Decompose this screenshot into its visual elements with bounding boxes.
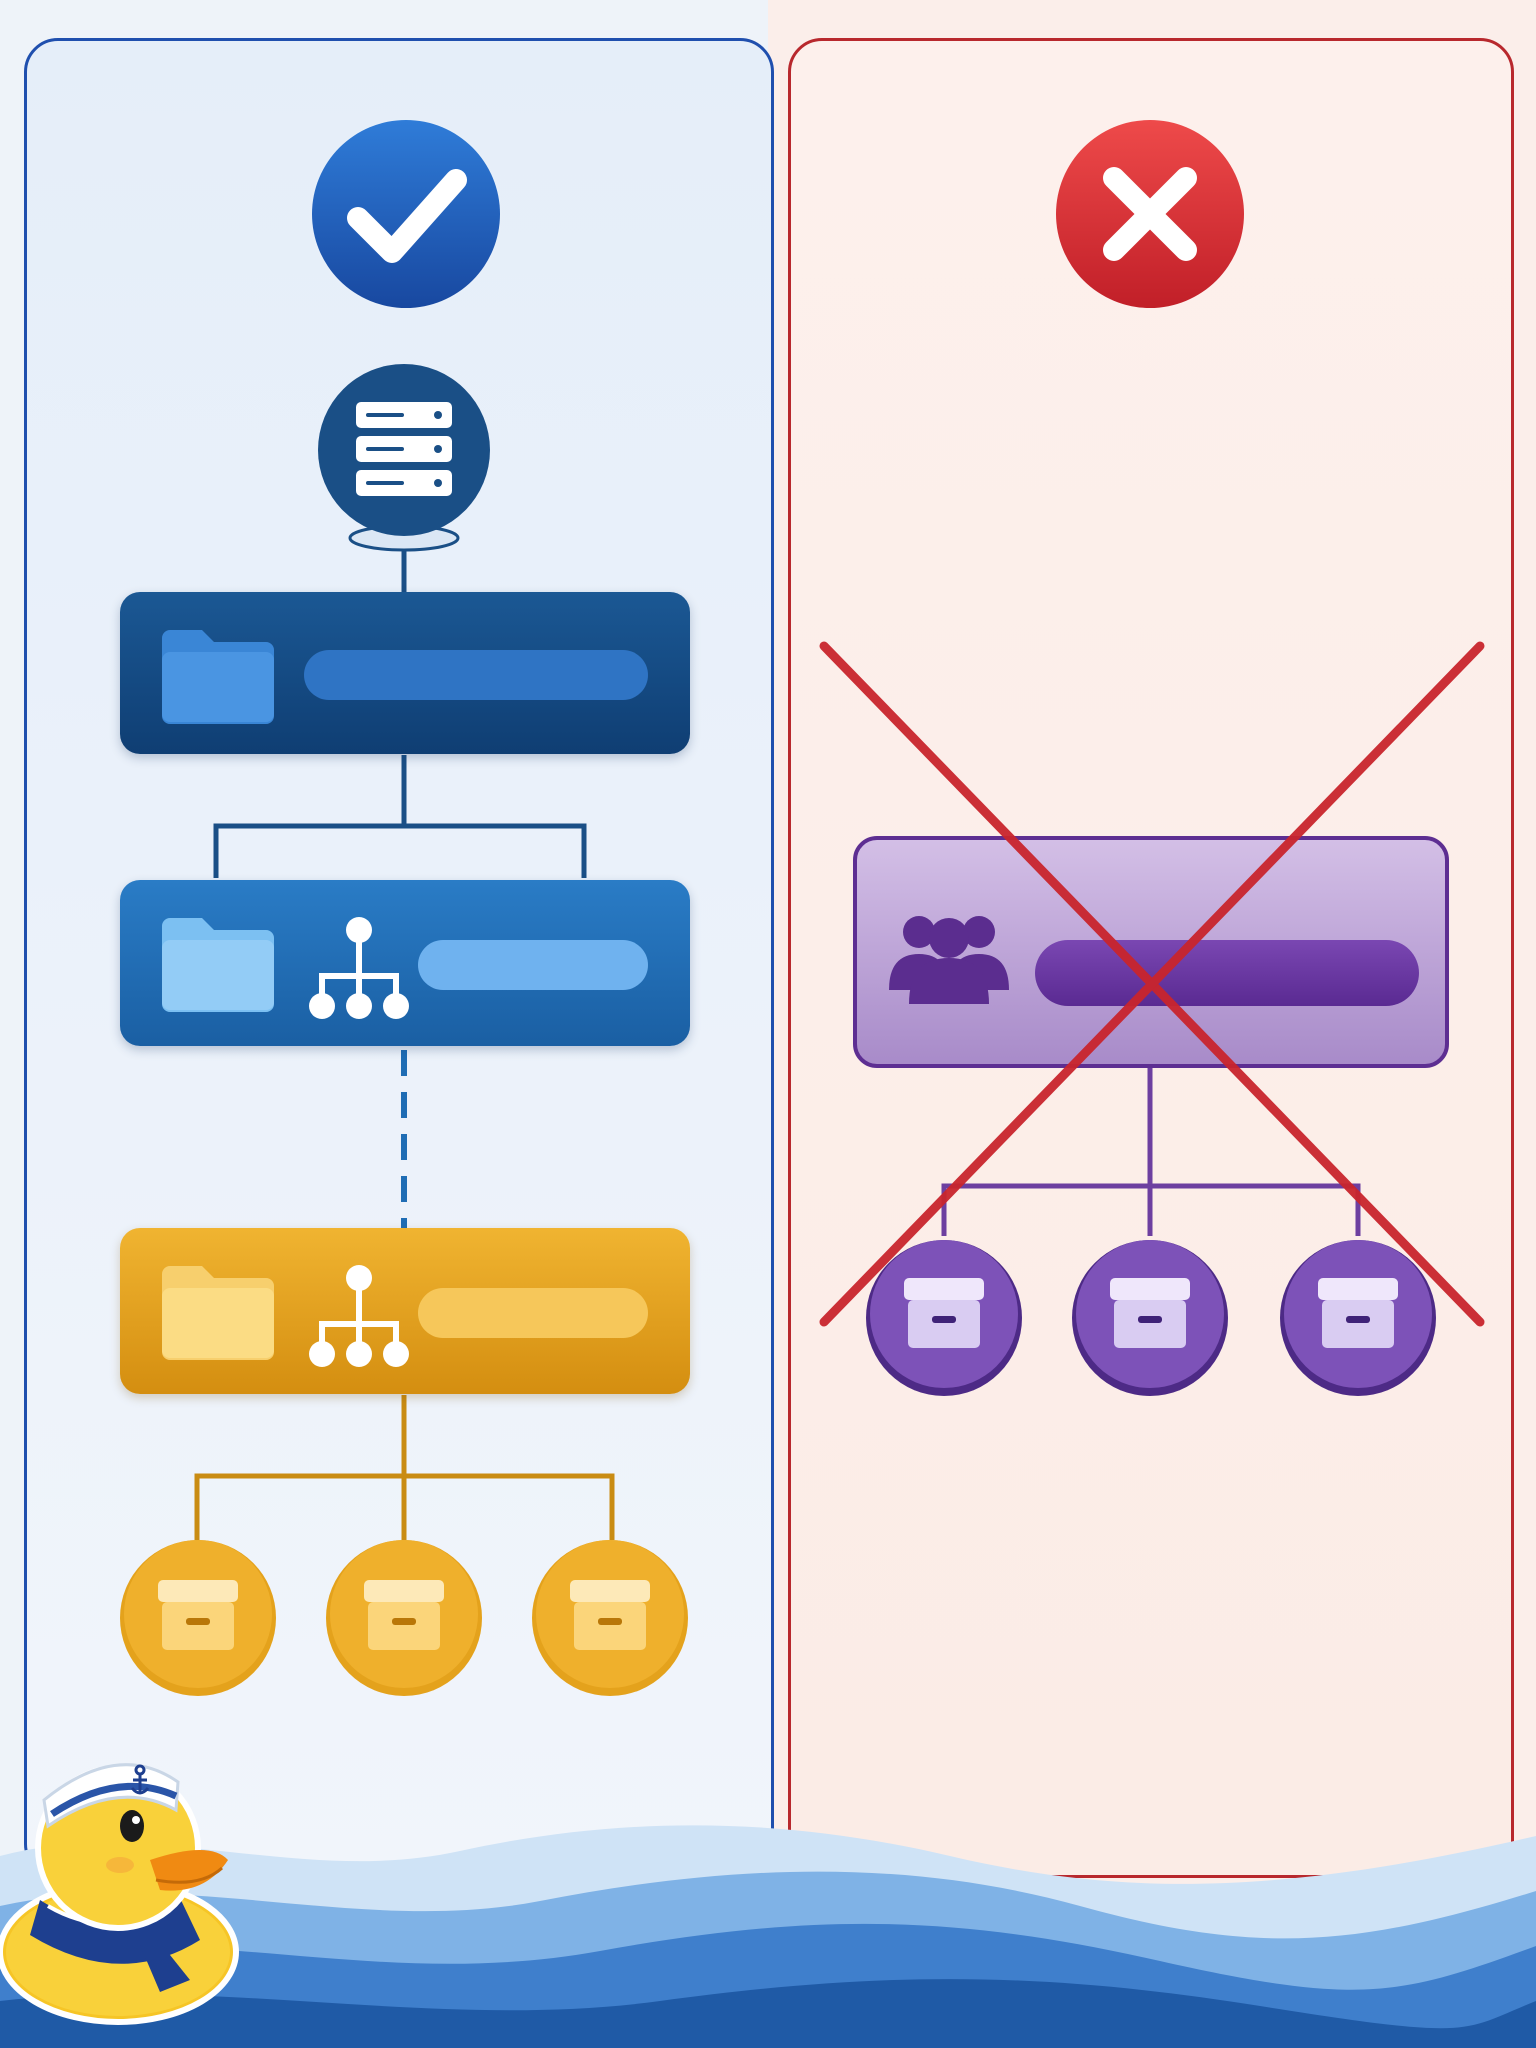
cross-badge xyxy=(1050,114,1250,314)
archive-box-icon xyxy=(158,1580,238,1650)
cross-icon xyxy=(1103,167,1197,261)
archive-node xyxy=(864,1236,1024,1396)
sailor-duck-icon xyxy=(0,1763,239,2025)
folder-label-bar xyxy=(418,1288,648,1338)
folder-label-bar xyxy=(418,940,648,990)
archive-node xyxy=(118,1538,278,1698)
folder-label-bar xyxy=(304,650,648,700)
users-group-icon xyxy=(889,916,1009,1004)
archive-box-icon xyxy=(904,1278,984,1348)
archive-box-icon xyxy=(570,1580,650,1650)
archive-box-icon xyxy=(1318,1278,1398,1348)
archive-node xyxy=(324,1538,484,1698)
deep-nested-folder-card xyxy=(120,1228,690,1394)
nested-folder-card xyxy=(120,880,690,1046)
folder-icon xyxy=(162,1266,274,1360)
folder-icon xyxy=(162,630,274,724)
server-icon xyxy=(356,402,452,496)
checkmark-icon xyxy=(347,169,467,263)
archive-box-icon xyxy=(1110,1278,1190,1348)
archive-node xyxy=(1278,1236,1438,1396)
archive-node xyxy=(1070,1236,1230,1396)
top-level-folder-card xyxy=(120,592,690,754)
server-node xyxy=(314,362,494,557)
hierarchy-icon xyxy=(309,1265,409,1367)
group-label-bar xyxy=(1035,940,1419,1006)
sailor-duck-mascot xyxy=(0,1730,250,2030)
user-group-card xyxy=(853,836,1449,1068)
archive-box-icon xyxy=(364,1580,444,1650)
hierarchy-icon xyxy=(309,917,409,1019)
folder-icon xyxy=(162,918,274,1012)
ocean-waves xyxy=(0,1825,1536,2048)
archive-node xyxy=(530,1538,690,1698)
checkmark-badge xyxy=(306,114,506,314)
